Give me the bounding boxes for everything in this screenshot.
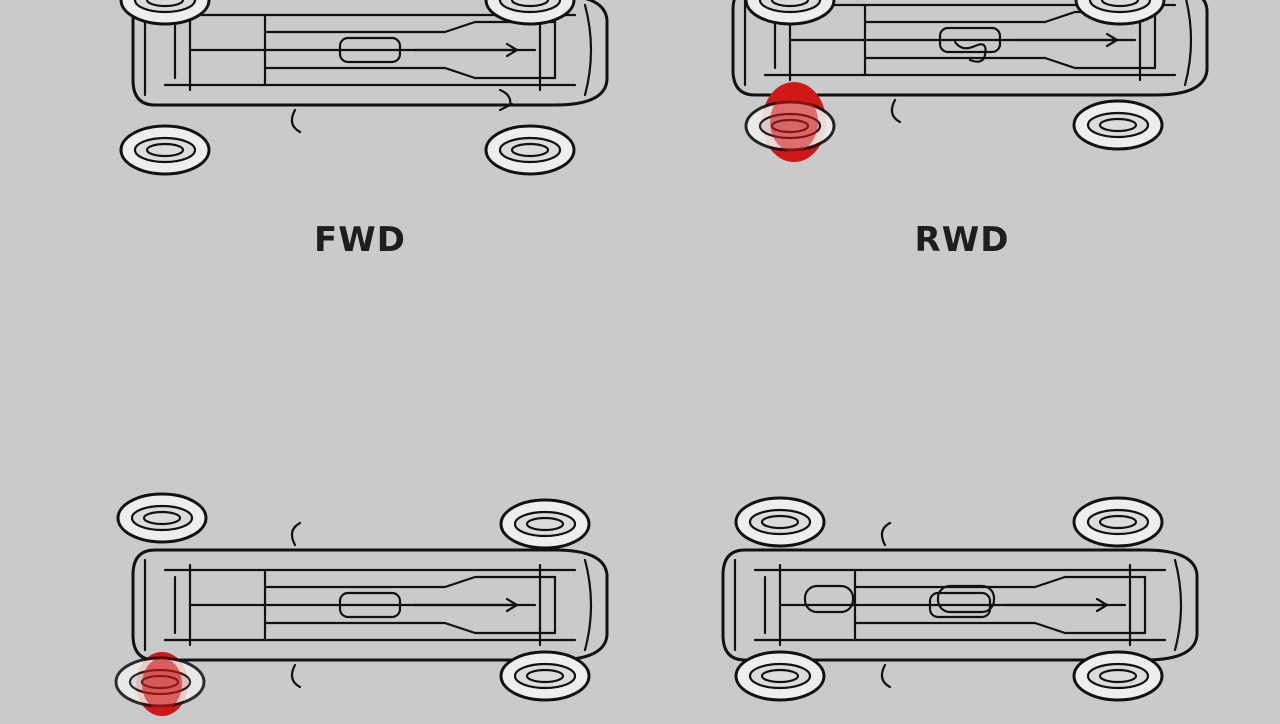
rwd-label: RWD [914,220,1010,260]
fwd-chassis-drawing [119,0,609,176]
bottom-left-chassis-drawing [114,492,609,716]
rwd-chassis-drawing [731,0,1209,162]
fwd-label: FWD [314,220,406,260]
bottom-right-chassis-drawing [721,496,1199,702]
